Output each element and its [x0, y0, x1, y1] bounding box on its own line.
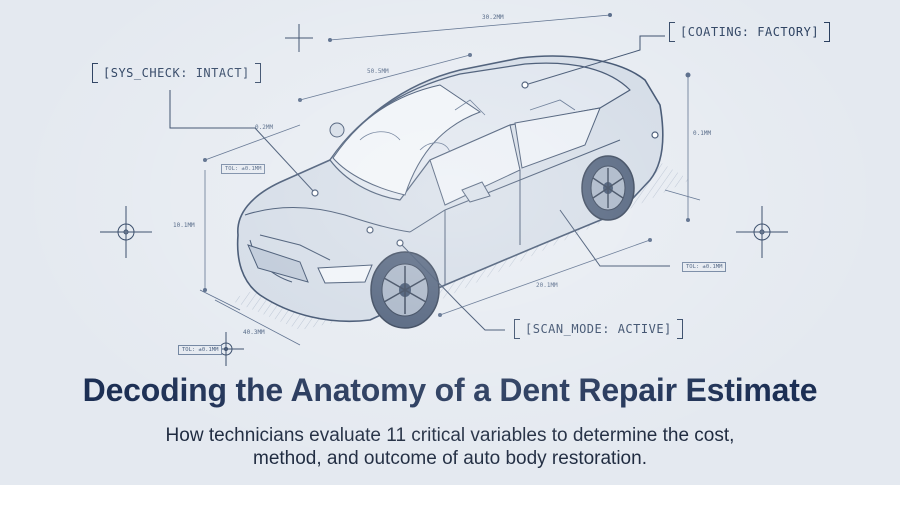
rear-wheel: [581, 155, 635, 221]
grille: [247, 244, 309, 283]
hero-illustration: [SYS_CHECK: INTACT] [COATING: FACTORY] […: [0, 0, 900, 485]
tolerance-label: TOL: ±0.1MM: [682, 262, 727, 272]
crosshair-icon: [100, 206, 152, 258]
dimension-label: 0.2MM: [255, 124, 274, 131]
dimension-label: 40.3MM: [243, 329, 265, 336]
dimension-label: 0.1MM: [693, 130, 712, 137]
crosshair-icon: [285, 24, 313, 52]
front-wheel: [370, 251, 440, 329]
side-mirror: [461, 181, 491, 203]
crosshair-icon: [736, 206, 788, 258]
page-subtitle: How technicians evaluate 11 critical var…: [0, 424, 900, 470]
tolerance-label: TOL: ±0.1MM: [178, 345, 223, 355]
headlight: [317, 264, 373, 284]
dimension-label: 30.2MM: [482, 14, 504, 21]
scan-mode-callout: [SCAN_MODE: ACTIVE]: [514, 319, 683, 339]
car-blueprint-drawing: [100, 13, 788, 366]
coating-callout: [COATING: FACTORY]: [668, 22, 831, 42]
dimension-label: 50.5MM: [367, 68, 389, 75]
subtitle-line: How technicians evaluate 11 critical var…: [165, 425, 735, 446]
tolerance-label: TOL: ±0.1MM: [221, 164, 266, 174]
dimension-label: 10.1MM: [173, 222, 195, 229]
sys-check-callout: [SYS_CHECK: INTACT]: [92, 63, 261, 83]
subtitle-line: method, and outcome of auto body restora…: [253, 448, 647, 469]
page-title: Decoding the Anatomy of a Dent Repair Es…: [82, 372, 818, 408]
windshield: [332, 84, 482, 196]
dimension-label: 20.1MM: [536, 282, 558, 289]
side-window: [514, 107, 601, 169]
